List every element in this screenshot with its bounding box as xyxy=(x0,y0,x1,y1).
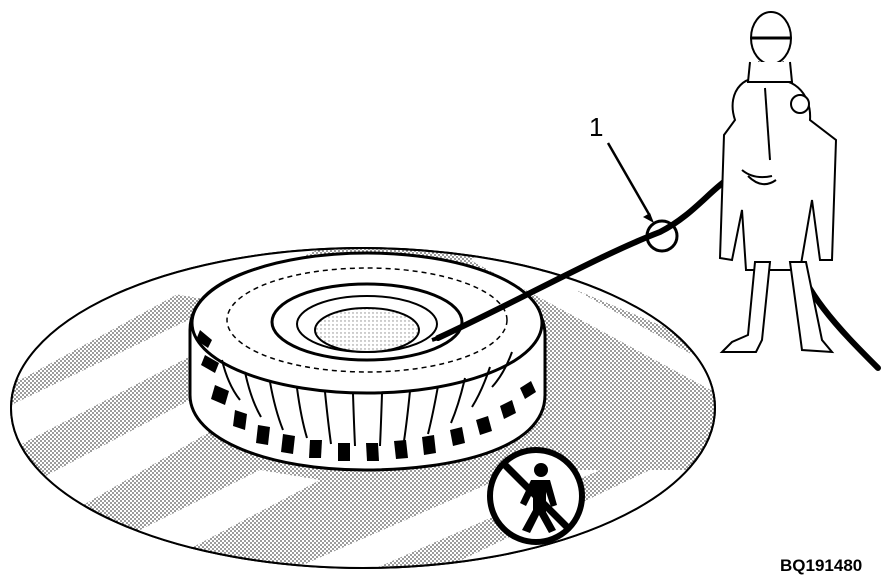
figure-reference-id: BQ191480 xyxy=(780,557,862,574)
callout-1-marker xyxy=(608,143,677,251)
no-pedestrian-sign xyxy=(490,450,582,542)
tire xyxy=(190,253,545,470)
callout-number: 1 xyxy=(589,114,603,140)
